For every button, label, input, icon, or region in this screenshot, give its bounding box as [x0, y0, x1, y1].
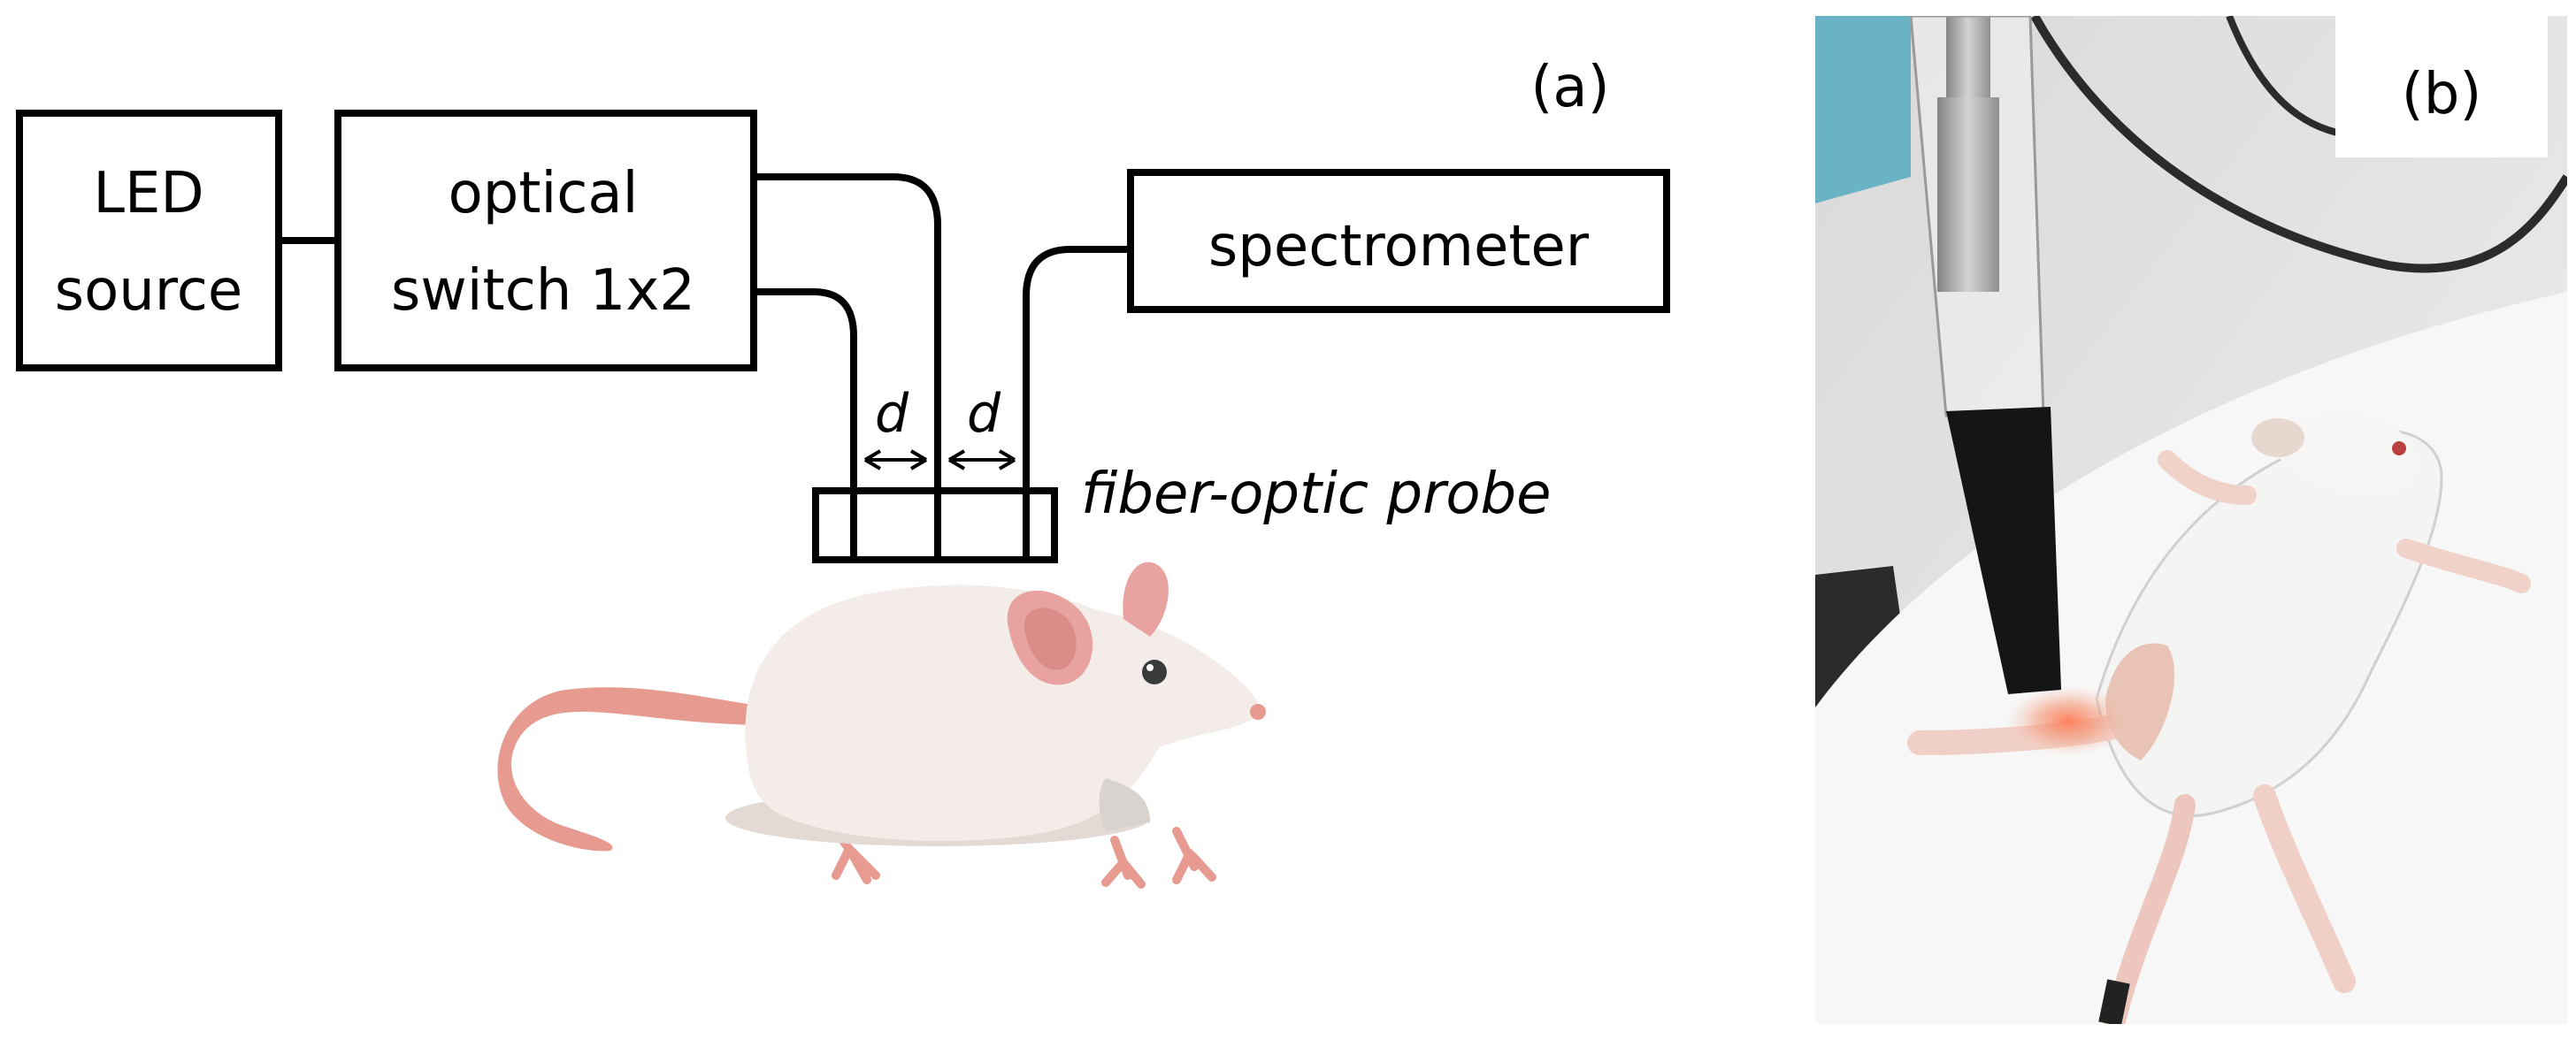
photo-light-glow [2006, 685, 2130, 756]
fiber-left [754, 288, 857, 559]
mouse-eye-highlight [1146, 664, 1154, 671]
mouse-front-leg-right [1172, 827, 1216, 884]
fiber-optic-probe [812, 487, 1058, 563]
fiber-right [1023, 246, 1131, 559]
panel-a-label: (a) [1530, 55, 1609, 120]
mouse-tail [497, 687, 770, 852]
mouse-back-ear [1123, 562, 1169, 637]
fiber-center [754, 173, 941, 559]
mouse-nose [1250, 704, 1266, 720]
photo-probe-collar [1937, 97, 1999, 292]
photo-blue-object [1815, 16, 1911, 203]
mouse-front-leg-left [1101, 836, 1146, 889]
led-source-label-line2: source [55, 258, 243, 324]
distance-label-left: d [875, 383, 909, 445]
distance-label-right: d [967, 383, 1001, 445]
panel-b-photo: (b) [1815, 16, 2567, 1024]
mouse-eye [1142, 660, 1167, 684]
photo-tail-marker [2098, 979, 2130, 1024]
panel-a: (a) LED source optical switch 1x2 spectr… [16, 55, 1670, 889]
spectrometer-label: spectrometer [1208, 214, 1590, 279]
optical-switch-box: optical switch 1x2 [334, 110, 757, 371]
distance-arrow-right [947, 449, 1016, 470]
mouse-front-ear-inner [1024, 608, 1077, 670]
distance-arrow-left [863, 449, 928, 470]
photo-probe-rod [1946, 16, 1990, 104]
led-source-box: LED source [16, 110, 282, 371]
led-source-label-line1: LED [93, 161, 203, 226]
photo-mouse-ear [2251, 418, 2304, 457]
photo-mouse-hindlimb-right [2253, 784, 2356, 993]
optical-switch-label-line1: optical [448, 161, 639, 226]
photo-mouse-forelimb-left [2158, 450, 2257, 505]
photo-mouse-eye [2392, 441, 2406, 455]
photo-probe-black-tip [1946, 407, 2061, 694]
mouse-chest-shade [1099, 778, 1150, 831]
photo-cable [2030, 16, 2567, 273]
panel-b-label-box [2335, 16, 2548, 157]
panel-b-label: (b) [2402, 62, 2482, 127]
mouse-body [745, 585, 1259, 842]
photo-mouse-forelimb-right [2396, 539, 2531, 593]
mouse-illustration [497, 562, 1266, 889]
spectrometer-box: spectrometer [1127, 169, 1670, 313]
optical-switch-label-line2: switch 1x2 [391, 258, 695, 324]
probe-label: fiber-optic probe [1081, 462, 1552, 527]
